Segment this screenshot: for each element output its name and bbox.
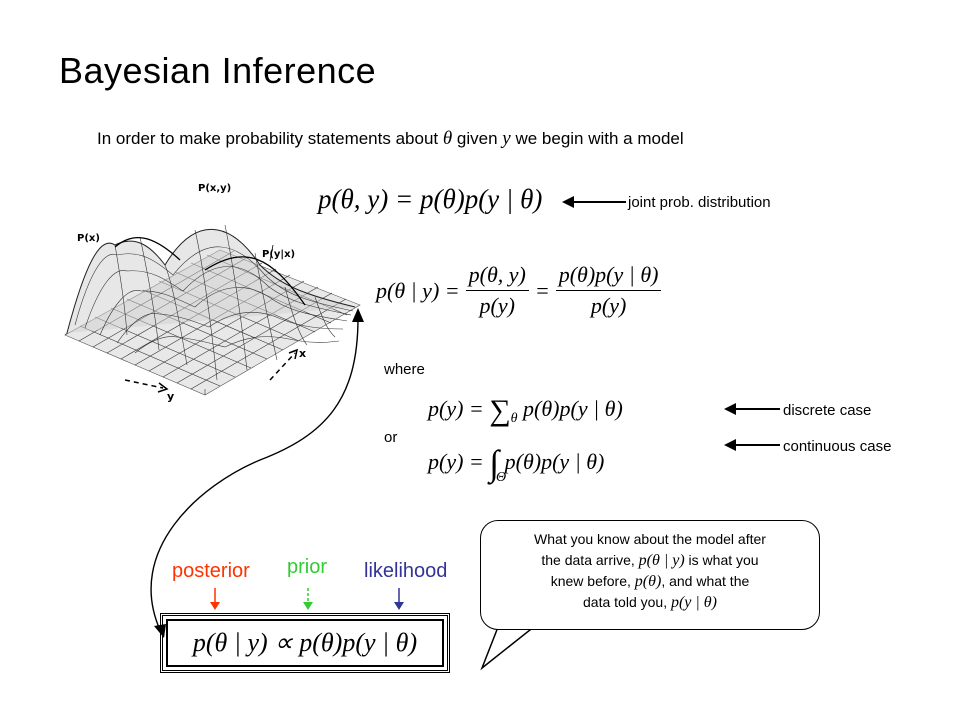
bayes-lhs: p(θ | y) = bbox=[376, 277, 460, 303]
bayes-fraction-1: p(θ, y) p(y) bbox=[465, 262, 529, 319]
continuous-arrow-icon bbox=[724, 439, 780, 451]
conditional-curve bbox=[204, 256, 306, 306]
intro-after: we begin with a model bbox=[510, 129, 684, 148]
posterior-proportional-box: p(θ | y) ∝ p(θ)p(y | θ) bbox=[160, 613, 450, 673]
bubble-line-3: knew before, p(θ), and what the bbox=[481, 571, 819, 592]
posterior-arrow-icon bbox=[210, 588, 220, 610]
likelihood-arrow-icon bbox=[394, 588, 404, 610]
integral-subscript: Θ bbox=[496, 470, 507, 485]
bubble-tail bbox=[480, 622, 541, 671]
page-title: Bayesian Inference bbox=[59, 50, 377, 91]
bubble-line-3b: , and what the bbox=[661, 573, 750, 589]
surface-mesh bbox=[64, 224, 361, 396]
marginal-curve bbox=[114, 236, 181, 261]
bubble-line-3a: knew before, bbox=[550, 573, 635, 589]
term-arrows bbox=[210, 588, 404, 610]
bayes-frac1-num: p(θ, y) bbox=[465, 262, 529, 291]
bubble-line-1: What you know about the model after bbox=[534, 531, 766, 547]
intro-middle: given bbox=[452, 129, 503, 148]
intro-before: In order to make probability statements … bbox=[97, 129, 443, 148]
bubble-likelihood-math: p(y | θ) bbox=[670, 594, 717, 611]
intro-text: In order to make probability statements … bbox=[97, 128, 684, 150]
prior-label: prior bbox=[287, 556, 328, 578]
continuous-equation: p(y) = ∫ p(θ)p(y | θ) bbox=[428, 436, 605, 483]
label-pxy: P(x,y) bbox=[198, 183, 231, 194]
explanation-bubble: What you know about the model after the … bbox=[480, 520, 820, 630]
discrete-rhs: p(θ)p(y | θ) bbox=[523, 396, 623, 421]
joint-arrow-icon bbox=[562, 196, 626, 208]
continuous-lhs: p(y) = bbox=[428, 449, 484, 474]
bubble-posterior-math: p(θ | y) bbox=[638, 552, 685, 569]
likelihood-label: likelihood bbox=[364, 560, 448, 582]
discrete-arrow-icon bbox=[724, 403, 780, 415]
bubble-line-4: data told you, p(y | θ) bbox=[481, 592, 819, 613]
sum-subscript: θ bbox=[510, 411, 518, 426]
continuous-rhs: p(θ)p(y | θ) bbox=[504, 449, 605, 474]
bubble-line-2a: the data arrive, bbox=[541, 552, 639, 568]
joint-equation: p(θ, y) = p(θ)p(y | θ) bbox=[318, 184, 543, 214]
joint-note: joint prob. distribution bbox=[628, 194, 771, 211]
bayes-equals: = bbox=[534, 277, 550, 303]
bubble-line-2: the data arrive, p(θ | y) is what you bbox=[481, 550, 819, 571]
label-pyx: P(y|x) bbox=[262, 249, 295, 260]
bayes-frac2-den: p(y) bbox=[590, 293, 627, 318]
discrete-lhs: p(y) = bbox=[428, 396, 484, 421]
label-px: P(x) bbox=[77, 233, 100, 244]
discrete-equation: p(y) = ∑θ p(θ)p(y | θ) bbox=[428, 390, 623, 427]
bayes-equation: p(θ | y) = p(θ, y) p(y) = p(θ)p(y | θ) p… bbox=[376, 262, 662, 319]
prior-arrow-icon bbox=[303, 588, 313, 610]
bubble-prior-math: p(θ) bbox=[634, 573, 662, 590]
bayes-fraction-2: p(θ)p(y | θ) p(y) bbox=[555, 262, 662, 319]
discrete-note: discrete case bbox=[783, 402, 872, 419]
intro-y: y bbox=[502, 128, 511, 149]
continuous-note: continuous case bbox=[783, 438, 892, 455]
intro-theta: θ bbox=[442, 128, 453, 149]
label-x-axis: x bbox=[299, 347, 306, 360]
bubble-line-4a: data told you, bbox=[583, 594, 671, 610]
bubble-line-2b: is what you bbox=[684, 552, 759, 568]
bayes-frac1-den: p(y) bbox=[479, 293, 515, 318]
bayes-frac2-num: p(θ)p(y | θ) bbox=[555, 262, 662, 291]
joint-distribution-figure: P(x,y) P(x) P(y|x) x y bbox=[64, 183, 361, 403]
sum-symbol: ∑ bbox=[489, 394, 511, 427]
label-y-axis: y bbox=[167, 390, 174, 403]
integral-symbol: ∫ bbox=[489, 443, 500, 483]
or-label: or bbox=[384, 429, 398, 446]
posterior-label: posterior bbox=[172, 560, 250, 582]
where-label: where bbox=[384, 361, 425, 378]
